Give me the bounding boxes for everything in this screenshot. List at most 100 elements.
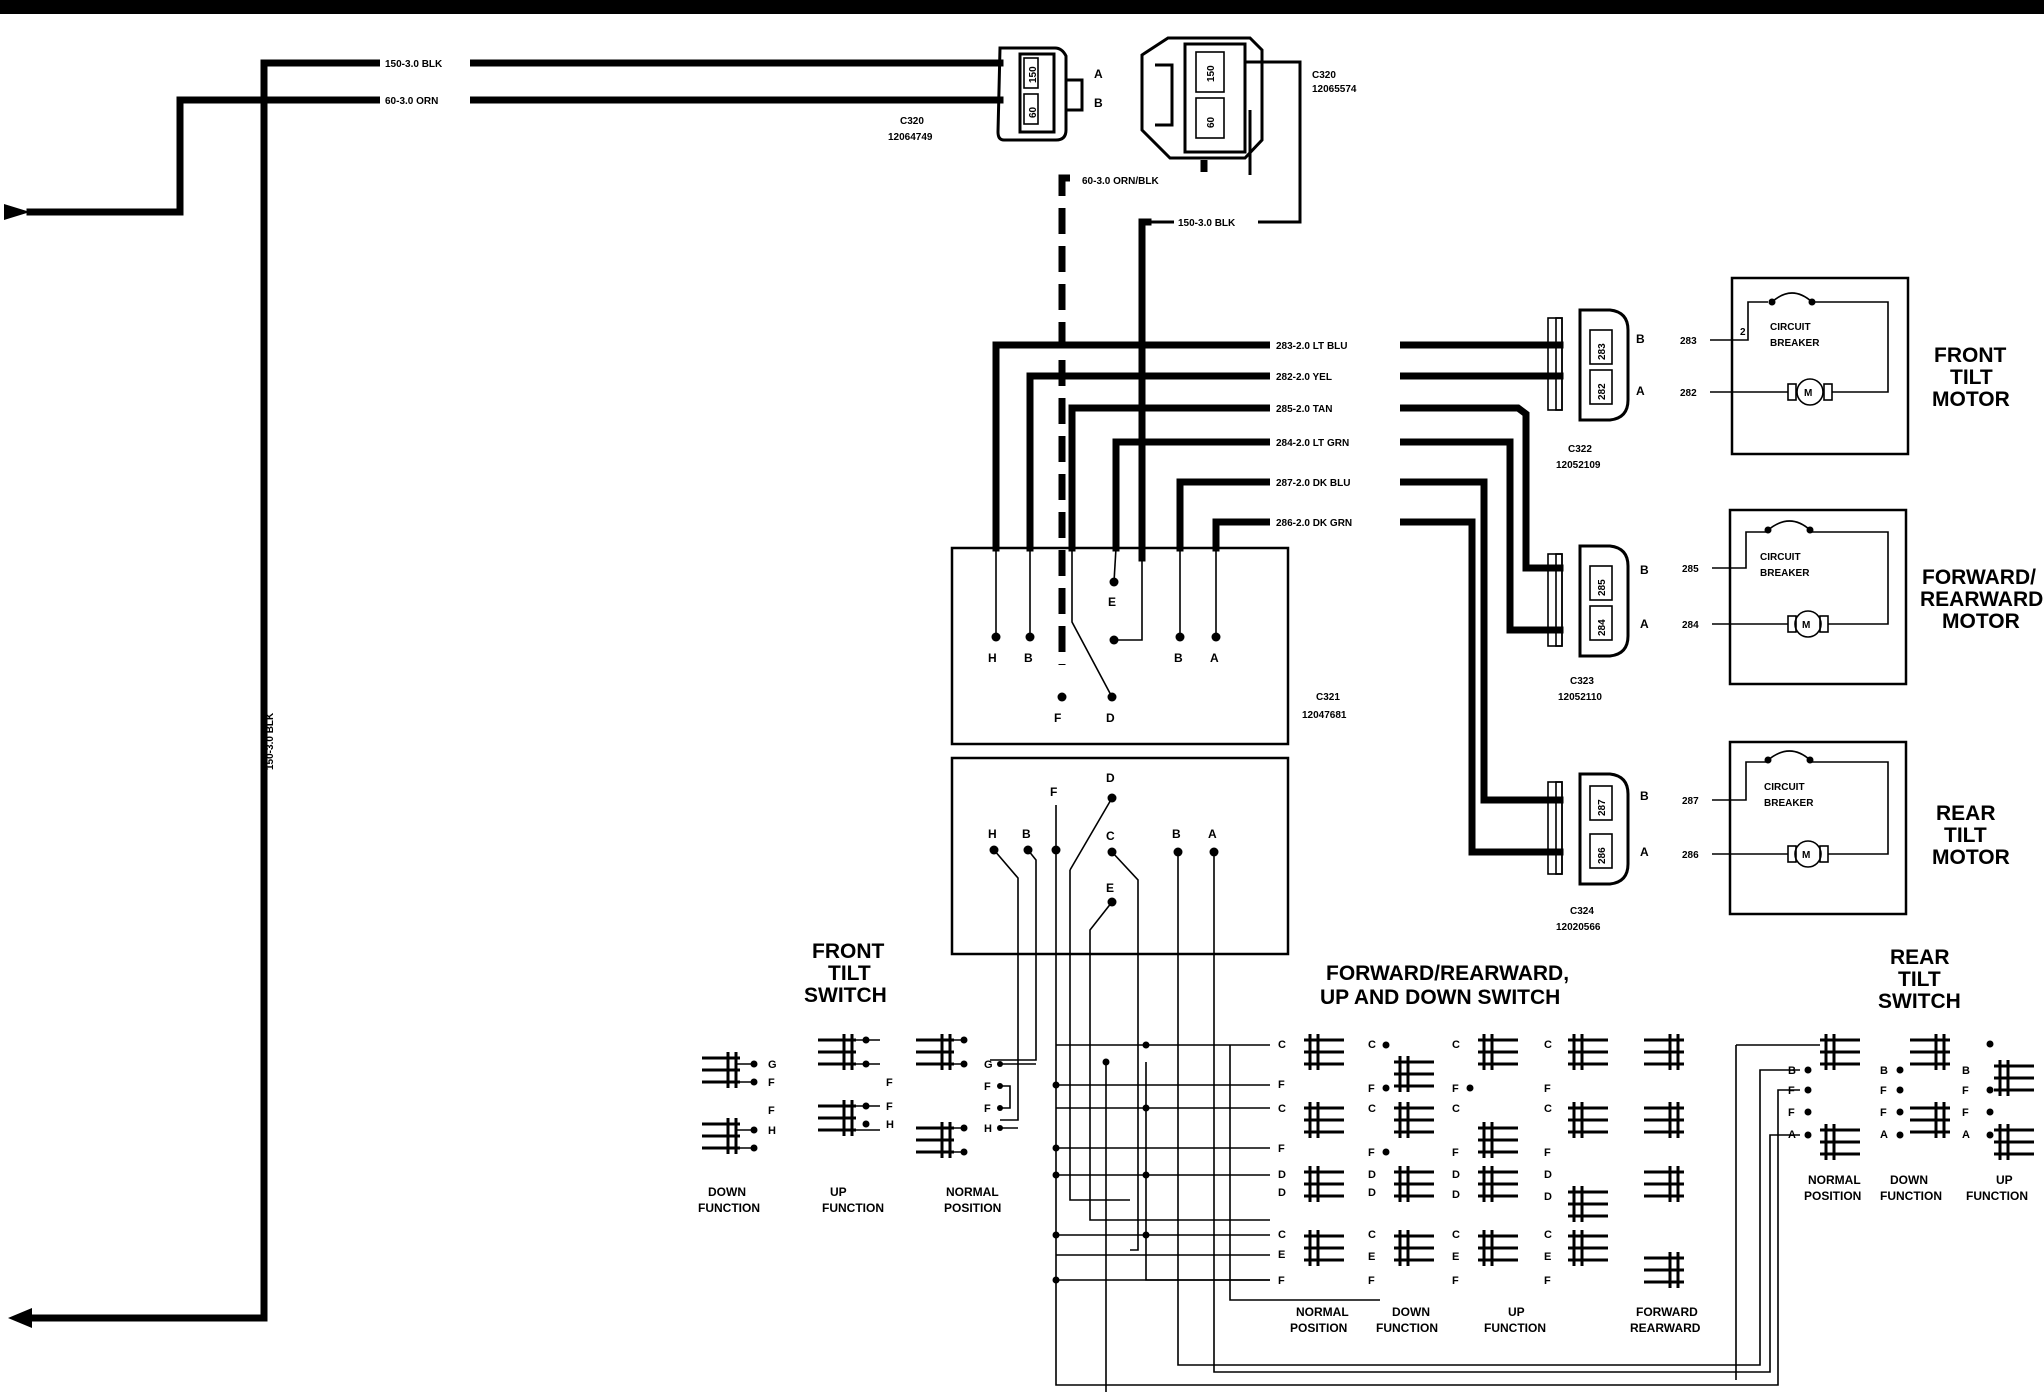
fwd-up-c3: C (1452, 1229, 1460, 1241)
c321-pin-f: F (1054, 711, 1061, 725)
fwd-fr-l1: FORWARD (1636, 1305, 1698, 1319)
fwd-down-f3: F (1368, 1275, 1375, 1287)
c320b-name: C320 (1312, 70, 1336, 81)
rear-norm-l1: NORMAL (1808, 1173, 1861, 1187)
c322-cav-283: 283 (1597, 343, 1608, 360)
fwd-motor-title-2: REARWARD (1920, 588, 2043, 611)
c322-part: 12052109 (1556, 460, 1601, 471)
fwd-fr-l2: REARWARD (1630, 1321, 1701, 1335)
c320b-cav-150: 150 (1206, 65, 1217, 82)
front-switch-title-2: TILT (828, 962, 871, 985)
wire-label-60-orn-blk: 60-3.0 ORN/BLK (1082, 176, 1159, 187)
front-sw-up-f: F (886, 1077, 893, 1089)
wire-label-150-mid: 150-3.0 BLK (1178, 218, 1236, 229)
rear-motor-in-286: 286 (1682, 850, 1699, 861)
rear-motor-title-2: TILT (1944, 824, 1987, 847)
connector-c320-a: 150 60 A B C320 12064749 (888, 46, 1103, 143)
sw-pin-b: B (1022, 827, 1031, 841)
fwd-up-down-switch: FORWARD/REARWARD, UP AND DOWN SWITCH C F… (1278, 962, 1701, 1335)
c322-name: C322 (1568, 444, 1592, 455)
c320a-name: C320 (900, 116, 924, 127)
fwd-row-d1: D (1278, 1169, 1286, 1181)
c324-pin-b: B (1640, 789, 1649, 803)
fwd-down-e1: E (1368, 1251, 1375, 1263)
c320b-cav-60: 60 (1206, 116, 1217, 128)
rear-switch-title-2: TILT (1898, 968, 1941, 991)
front-sw-down-g: G (768, 1059, 777, 1071)
fwd-up-d1: D (1452, 1169, 1460, 1181)
connector-c321: H B E B A F D C321 12047681 (950, 546, 1347, 746)
fwd-down-d2: D (1368, 1187, 1376, 1199)
rear-up-f: F (1962, 1085, 1969, 1097)
front-sw-norm-f2: F (984, 1103, 991, 1115)
front-motor-in-283: 283 (1680, 336, 1697, 347)
front-switch-title-1: FRONT (812, 940, 884, 963)
front-down-l2: FUNCTION (698, 1201, 760, 1215)
fwd-col-forward-rearward: C F C F D D C E F FORWARD REARWARD (1544, 1034, 1701, 1335)
front-norm-l1: NORMAL (946, 1185, 999, 1199)
front-motor-pin2: 2 (1740, 327, 1746, 338)
fwd-row-f2: F (1278, 1143, 1285, 1155)
front-up-l2: FUNCTION (822, 1201, 884, 1215)
fwd-fr-c2: C (1544, 1103, 1552, 1115)
fwd-fr-f2: F (1544, 1147, 1551, 1159)
rear-cb-l1: CIRCUIT (1764, 782, 1805, 793)
fwd-up-f3: F (1452, 1275, 1459, 1287)
rear-up-b: B (1962, 1065, 1970, 1077)
rear-switch-title-1: REAR (1890, 946, 1950, 969)
rear-up-l1: UP (1996, 1173, 2013, 1187)
c320a-pin-a: A (1094, 67, 1103, 81)
c321-part: 12047681 (1302, 710, 1347, 721)
rear-cb-l2: BREAKER (1764, 798, 1814, 809)
front-sw-down-f2: F (768, 1105, 775, 1117)
c320a-cav-60: 60 (1028, 106, 1039, 118)
sw-pin-f: F (1050, 785, 1057, 799)
fwd-motor-in-285: 285 (1682, 564, 1699, 575)
sw-pin-h: H (988, 827, 997, 841)
c321-name: C321 (1316, 692, 1340, 703)
rear-norm-b: B (1788, 1065, 1796, 1077)
fwd-motor-m: M (1802, 620, 1810, 631)
fwd-switch-title-1: FORWARD/REARWARD, (1326, 962, 1569, 985)
c323-cav-284: 284 (1597, 619, 1608, 636)
rear-up-f2: F (1962, 1107, 1969, 1119)
rear-up-l2: FUNCTION (1966, 1189, 2028, 1203)
connector-c320-b: 150 60 C320 12065574 (1140, 36, 1357, 224)
front-switch-down: G F F H DOWN FUNCTION (698, 1052, 777, 1215)
fwd-row-f1: F (1278, 1079, 1285, 1091)
wire-150-mid (1138, 218, 1152, 562)
rear-down-l1: DOWN (1890, 1173, 1928, 1187)
front-switch-up: F F H UP FUNCTION (818, 1034, 894, 1215)
connector-c324: 287 286 B A C324 12020566 (1547, 772, 1649, 933)
rear-motor-title-1: REAR (1936, 802, 1996, 825)
fwd-up-f2: F (1452, 1147, 1459, 1159)
fwd-norm-l2: POSITION (1290, 1321, 1347, 1335)
front-sw-down-h: H (768, 1125, 776, 1137)
connector-c322: 283 282 B A C322 12052109 (1547, 308, 1645, 471)
rear-down-f2: F (1880, 1107, 1887, 1119)
fwd-down-c3: C (1368, 1229, 1376, 1241)
c322-cav-282: 282 (1597, 383, 1608, 400)
fwd-fr-d2: D (1544, 1191, 1552, 1203)
front-sw-norm-g: G (984, 1059, 993, 1071)
wire-label-284: 284-2.0 LT GRN (1276, 438, 1349, 449)
fwd-cb-l2: BREAKER (1760, 568, 1810, 579)
c321-pin-b2: B (1174, 651, 1183, 665)
front-cb-l2: BREAKER (1770, 338, 1820, 349)
fwd-up-e1: E (1452, 1251, 1459, 1263)
front-sw-up-h: H (886, 1119, 894, 1131)
fwd-down-f1: F (1368, 1083, 1375, 1095)
wire-label-150-top: 150-3.0 BLK (385, 59, 443, 70)
c321-pin-a: A (1210, 651, 1219, 665)
c321-pin-e: E (1108, 595, 1116, 609)
fwd-row-c2: C (1278, 1103, 1286, 1115)
c324-pin-a: A (1640, 845, 1649, 859)
front-sw-norm-f: F (984, 1081, 991, 1093)
fwd-down-l2: FUNCTION (1376, 1321, 1438, 1335)
fwd-col-up: C F C F D D C E F UP FUNCTION (1452, 1034, 1546, 1335)
ground-return-wire: 150-3.0 BLK (8, 59, 1004, 1328)
front-cb-l1: CIRCUIT (1770, 322, 1811, 333)
c322-pin-b: B (1636, 332, 1645, 346)
c323-pin-a: A (1640, 617, 1649, 631)
